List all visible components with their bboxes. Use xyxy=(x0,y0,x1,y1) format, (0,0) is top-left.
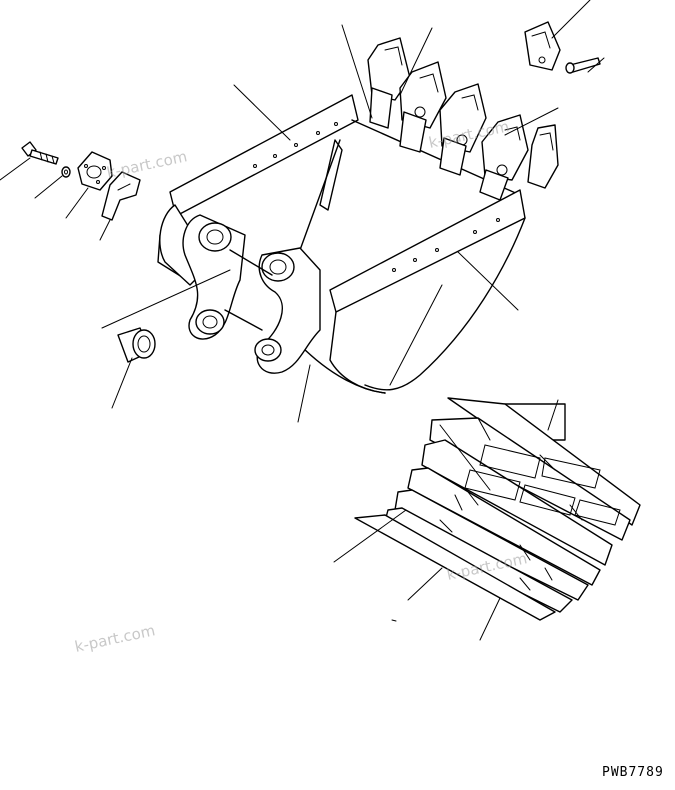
watermarks: k-part.com k-part.com k-part.com k-part.… xyxy=(73,117,529,656)
boss-hole-upper-left xyxy=(198,222,232,252)
wear-strip-front xyxy=(354,514,556,621)
boss-hole-upper-right xyxy=(261,252,295,282)
boss-hole-lower-right xyxy=(254,338,282,362)
drawing-code: PWB7789 xyxy=(602,765,664,780)
tooth-pin xyxy=(565,57,601,74)
wear-plate-row-2 xyxy=(429,417,631,541)
replacement-tooth xyxy=(524,21,561,71)
tooth-2 xyxy=(399,61,447,129)
watermark-4: k-part.com xyxy=(73,621,157,656)
tooth-3 xyxy=(439,83,487,153)
side-plate-holes xyxy=(253,122,500,272)
wear-plate-row-5 xyxy=(394,489,589,601)
leader-lines xyxy=(0,0,605,641)
bolt xyxy=(21,141,59,165)
watermark-1: k-part.com xyxy=(105,147,189,182)
bushing xyxy=(117,327,156,363)
bucket-bosses xyxy=(159,204,321,374)
boss-hole-lower-left xyxy=(195,309,225,335)
retainer-plate xyxy=(77,151,113,191)
bucket-teeth xyxy=(367,37,559,201)
bucket-body xyxy=(157,94,526,394)
lock-plate xyxy=(101,171,141,221)
tooth-1 xyxy=(367,37,411,101)
tooth-4 xyxy=(481,114,529,181)
wear-plate-kit xyxy=(354,397,641,621)
tooth-5 xyxy=(527,124,559,189)
washer xyxy=(61,166,71,178)
